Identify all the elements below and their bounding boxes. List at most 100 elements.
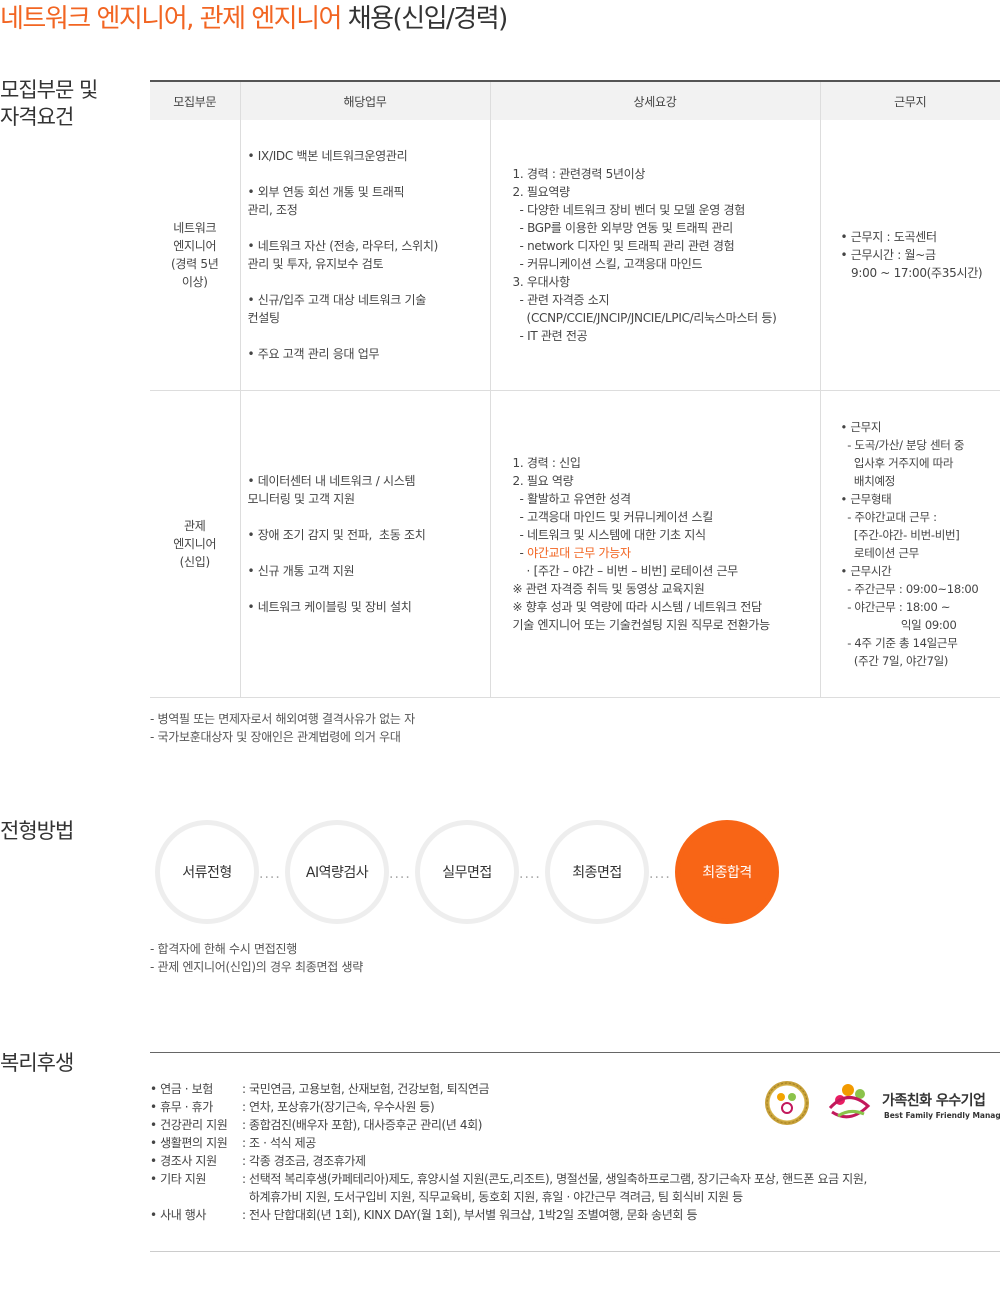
family-friendly-logo-icon	[828, 1084, 871, 1119]
position-cell: 관제 엔지니어 (신입)	[150, 390, 240, 698]
table-header-row: 모집부문 해당업무 상세요강 근무지	[150, 80, 1000, 120]
section-title-requirements: 모집부문 및 자격요건	[0, 77, 98, 131]
section-title-benefits: 복리후생	[0, 1051, 74, 1075]
position-cell: 네트워크 엔지니어 (경력 5년 이상)	[150, 120, 240, 391]
location-line: • 근무지 : 도곡센터	[840, 230, 938, 244]
duty-item: • IX/IDC 백본 네트워크운영관리	[241, 147, 490, 165]
list-item: • 휴무 · 휴가 : 연차, 포상휴가(장기근속, 우수사원 등)	[150, 1098, 867, 1116]
step-final-pass: 최종합격	[675, 820, 779, 924]
location-line: • 근무시간 : 월~금	[840, 248, 937, 262]
table-row: 네트워크 엔지니어 (경력 5년 이상) • IX/IDC 백본 네트워크운영관…	[150, 120, 1000, 391]
note-line: - 관제 엔지니어(신입)의 경우 최종면접 생략	[150, 960, 363, 974]
detail-line: - 고객응대 마인드 및 커뮤니케이션 스킬	[512, 510, 714, 524]
location-line: - 야간근무 : 18:00 ~	[840, 600, 951, 614]
requirements-table: 모집부문 해당업무 상세요강 근무지 네트워크 엔지니어 (경력 5년 이상) …	[150, 80, 1000, 698]
position-line: 엔지니어	[173, 239, 217, 253]
step-ai-assessment: AI역량검사	[285, 820, 389, 924]
duty-line: • 신규 개통 고객 지원	[247, 564, 355, 578]
requirements-notes: - 병역필 또는 면제자로서 해외여행 결격사유가 없는 자 - 국가보훈대상자…	[150, 710, 415, 746]
duty-line: 컨설팅	[247, 311, 281, 325]
location-line: 익일 09:00	[840, 618, 957, 632]
step-connector: ····	[389, 870, 411, 886]
location-line: - 도곡/가산/ 분당 센터 중	[840, 438, 965, 452]
table-header: 해당업무	[239, 80, 490, 120]
section-title-process: 전형방법	[0, 819, 74, 843]
duty-line: • 네트워크 케이블링 및 장비 설치	[247, 600, 412, 614]
position-line: 이상)	[181, 275, 208, 289]
family-friendly-certification: 가족친화 우수기업 Best Family Friendly Managemen…	[760, 1078, 1000, 1128]
position-line: (신입)	[179, 555, 211, 569]
detail-line: - 다양한 네트워크 장비 벤더 및 모델 운영 경험	[512, 203, 746, 217]
certification-seal-icon	[765, 1081, 809, 1125]
details-cell: 1. 경력 : 관련경력 5년이상 2. 필요역량 - 다양한 네트워크 장비 …	[489, 120, 820, 391]
location-line: - 주야간교대 근무 :	[840, 510, 937, 524]
page-title-highlight: 네트워크 엔지니어, 관제 엔지니어	[0, 4, 342, 34]
table-header: 상세요강	[489, 80, 820, 120]
list-item: • 사내 행사 : 전사 단합대회(년 1회), KINX DAY(월 1회), …	[150, 1206, 867, 1224]
detail-line: 2. 필요역량	[512, 185, 571, 199]
duties-cell: • IX/IDC 백본 네트워크운영관리 • 외부 연동 회선 개통 및 트래픽…	[239, 120, 490, 391]
duty-item: • 장애 조기 감지 및 전파, 초동 조치	[241, 526, 490, 544]
location-line: • 근무시간	[840, 564, 892, 578]
detail-line-highlight: - 야간교대 근무 가능자	[513, 544, 820, 562]
note-line: - 합격자에 한해 수시 면접진행	[150, 942, 297, 956]
benefit-value: : 선택적 복리후생(카페테리아)제도, 휴양시설 지원(콘도,리조트), 명절…	[242, 1172, 867, 1204]
location-line: - 주간근무 : 09:00~18:00	[840, 582, 979, 596]
list-item: • 기타 지원 : 선택적 복리후생(카페테리아)제도, 휴양시설 지원(콘도,리…	[150, 1170, 867, 1206]
location-line: [주간-야간- 비번-비번]	[840, 528, 960, 542]
duty-line: • 데이터센터 내 네트워크 / 시스템	[247, 474, 416, 488]
benefit-label: • 생활편의 지원	[150, 1136, 228, 1150]
location-line: 입사후 거주지에 따라	[840, 456, 954, 470]
location-line: 배치예정	[840, 474, 896, 488]
location-line: • 근무형태	[840, 492, 892, 506]
list-item: • 연금 · 보험 : 국민연금, 고용보험, 산재보험, 건강보험, 퇴직연금	[150, 1080, 867, 1098]
benefit-value: : 전사 단합대회(년 1회), KINX DAY(월 1회), 부서별 워크샵…	[242, 1208, 698, 1222]
detail-line: (CCNP/CCIE/JNCIP/JNCIE/LPIC/리눅스마스터 등)	[512, 311, 777, 325]
duty-line: 관리, 조정	[247, 203, 298, 217]
position-line: (경력 5년	[171, 257, 219, 271]
detail-line: 3. 우대사항	[512, 275, 571, 289]
duty-line: 모니터링 및 고객 지원	[247, 492, 356, 506]
benefit-label: • 연금 · 보험	[150, 1082, 213, 1096]
benefit-label: • 사내 행사	[150, 1208, 207, 1222]
detail-line: ※ 관련 자격증 취득 및 동영상 교육지원	[512, 582, 705, 596]
position-line: 엔지니어	[173, 537, 217, 551]
duty-line: • IX/IDC 백본 네트워크운영관리	[247, 149, 408, 163]
duty-item: • 신규 개통 고객 지원	[241, 562, 490, 580]
detail-line: 2. 필요 역량	[512, 474, 574, 488]
benefit-label: • 기타 지원	[150, 1172, 207, 1186]
benefit-value: : 국민연금, 고용보험, 산재보험, 건강보험, 퇴직연금	[242, 1082, 490, 1096]
list-item: • 경조사 지원: 각종 경조금, 경조휴가제	[150, 1152, 867, 1170]
duty-line: • 주요 고객 관리 응대 업무	[247, 347, 380, 361]
detail-line: - 활발하고 유연한 성격	[512, 492, 632, 506]
benefits-list: • 연금 · 보험: 국민연금, 고용보험, 산재보험, 건강보험, 퇴직연금 …	[150, 1080, 867, 1224]
list-item: • 생활편의 지원: 조 · 석식 제공	[150, 1134, 867, 1152]
benefit-value: : 연차, 포상휴가(장기근속, 우수사원 등)	[242, 1100, 435, 1114]
certification-name: 가족친화 우수기업	[882, 1093, 986, 1109]
location-line: 로테이션 근무	[840, 546, 919, 560]
duty-line: 관리 및 투자, 유지보수 검토	[247, 257, 384, 271]
detail-line: 1. 경력 : 신입	[512, 456, 581, 470]
detail-line: ※ 향후 성과 및 역량에 따라 시스템 / 네트워크 전담	[512, 600, 763, 614]
process-steps: 서류전형 ···· AI역량검사 ···· 실무면접 ···· 최종면접 ···…	[155, 820, 805, 924]
detail-highlight-text: 야간교대 근무 가능자	[527, 546, 631, 560]
step-connector: ····	[649, 870, 671, 886]
certification-subtitle: Best Family Friendly Management	[884, 1111, 1000, 1120]
details-cell: 1. 경력 : 신입 2. 필요 역량 - 활발하고 유연한 성격 - 고객응대…	[489, 390, 820, 698]
benefit-value: : 각종 경조금, 경조휴가제	[242, 1154, 366, 1168]
note-line: - 국가보훈대상자 및 장애인은 관계법령에 의거 우대	[150, 730, 401, 744]
table-header: 모집부문	[150, 80, 240, 120]
benefit-label: • 휴무 · 휴가	[150, 1100, 213, 1114]
page-title: 네트워크 엔지니어, 관제 엔지니어 채용(신입/경력)	[0, 0, 509, 35]
location-cell: • 근무지 - 도곡/가산/ 분당 센터 중 입사후 거주지에 따라 배치예정 …	[819, 390, 1000, 698]
benefit-value: : 종합검진(배우자 포함), 대사증후군 관리(년 4회)	[242, 1118, 483, 1132]
section-title-line: 모집부문 및	[0, 78, 98, 102]
detail-line: - 커뮤니케이션 스킬, 고객응대 마인드	[512, 257, 703, 271]
duty-item: • 네트워크 자산 (전송, 라우터, 스위치)관리 및 투자, 유지보수 검토	[241, 237, 490, 273]
duty-line: • 외부 연동 회선 개통 및 트래픽	[247, 185, 405, 199]
benefit-label: • 건강관리 지원	[150, 1118, 228, 1132]
duty-line: • 장애 조기 감지 및 전파, 초동 조치	[247, 528, 426, 542]
page-title-rest: 채용(신입/경력)	[340, 4, 509, 34]
